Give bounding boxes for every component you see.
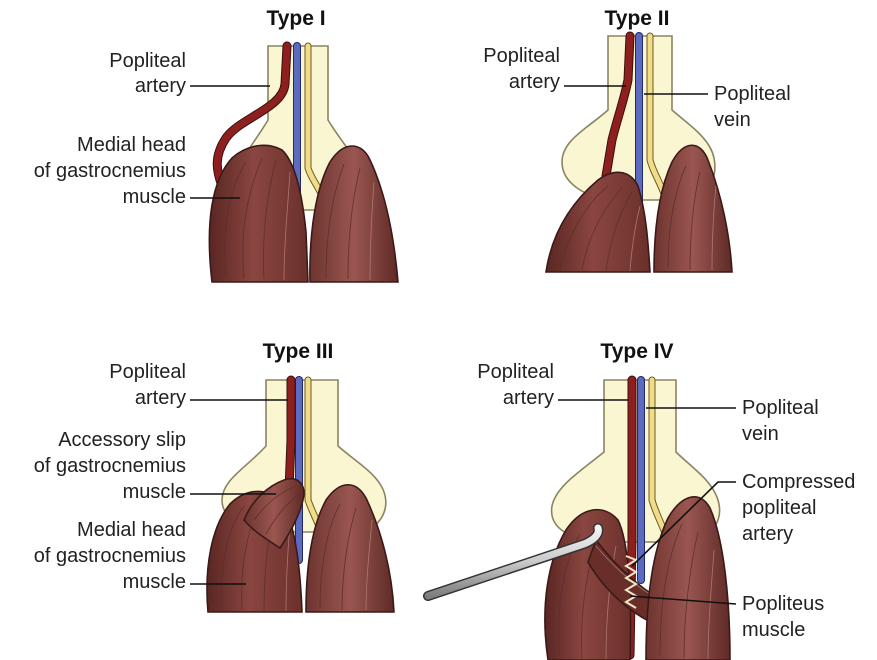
panel-title: Type III bbox=[263, 340, 334, 363]
accessory-slip-gastrocnemius bbox=[243, 478, 305, 550]
medial-head-gastrocnemius bbox=[545, 171, 651, 273]
medial-head-gastrocnemius bbox=[208, 144, 309, 283]
lateral-head-gastrocnemius bbox=[309, 145, 399, 283]
retractor-probe[interactable] bbox=[423, 523, 604, 601]
panel-title: Type I bbox=[266, 7, 325, 30]
lateral-head-gastrocnemius bbox=[653, 144, 733, 273]
panel-title: Type II bbox=[605, 7, 670, 30]
compression-marks bbox=[624, 555, 639, 609]
panel-type-3: Type III bbox=[34, 340, 395, 613]
panel-title: Type IV bbox=[600, 340, 673, 363]
popliteal-vessels bbox=[212, 41, 326, 204]
lateral-head-gastrocnemius bbox=[305, 483, 395, 613]
panel-type-4: Type IV bbox=[423, 340, 855, 660]
lateral-head-gastrocnemius bbox=[645, 496, 731, 660]
